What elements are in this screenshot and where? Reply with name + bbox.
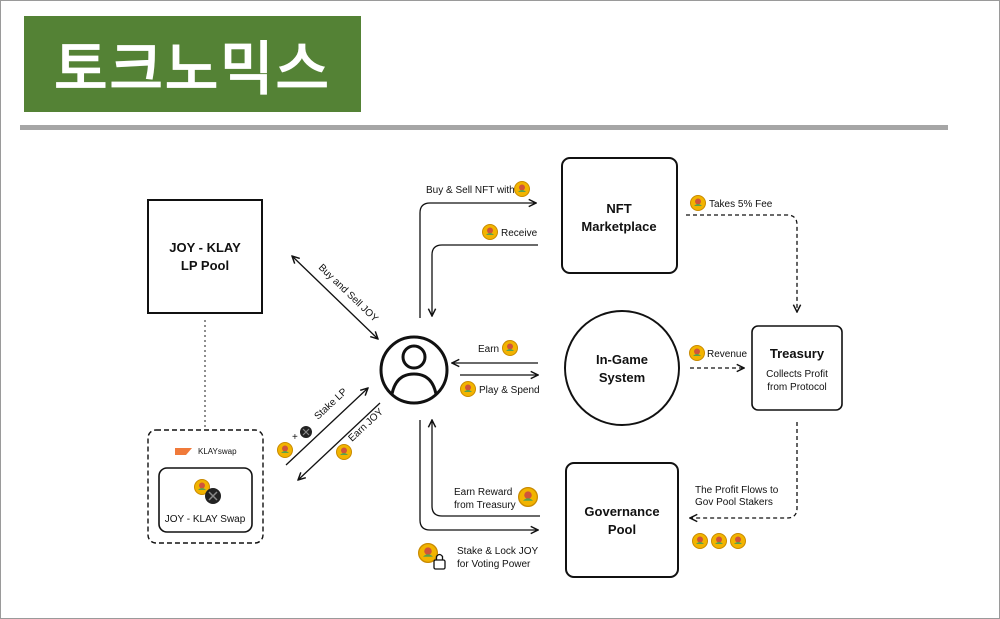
buy-sell-joy-arrow xyxy=(292,256,378,339)
buy-sell-joy-label: Buy and Sell JOY xyxy=(316,262,380,325)
fee-coin-icon xyxy=(690,195,706,211)
buy-sell-nft-label: Buy & Sell NFT with xyxy=(426,185,515,196)
earn-coin-icon xyxy=(502,340,518,356)
fee-flow-arrow xyxy=(686,214,797,312)
title-banner: 토크노믹스 xyxy=(24,16,361,112)
stake-lp-arrow xyxy=(285,388,368,466)
stake-lock-label-2: for Voting Power xyxy=(457,559,531,570)
lp-pool-node: JOY - KLAY LP Pool xyxy=(147,199,263,314)
klayswap-logo-icon xyxy=(175,448,192,455)
buy-sell-nft-coin-icon xyxy=(514,181,530,197)
klay-coin-icon xyxy=(205,488,221,504)
ingame-system-node: In-Game System xyxy=(564,310,680,426)
receive-arrow xyxy=(432,244,538,316)
stake-lp-klay-coin-icon xyxy=(300,426,312,438)
plus-icon: + xyxy=(292,432,298,443)
profit-flow-label-1: The Profit Flows to xyxy=(695,485,779,496)
ingame-line1: In-Game xyxy=(596,352,648,367)
ingame-line2: System xyxy=(599,370,645,385)
treasury-node: Treasury Collects Profit from Protocol xyxy=(751,325,843,411)
governance-line2: Pool xyxy=(608,522,636,537)
earn-reward-coin-icon xyxy=(518,487,538,507)
earn-reward-label-2: from Treasury xyxy=(454,500,516,511)
receive-label: Receive xyxy=(501,228,538,239)
governance-pool-node: Governance Pool xyxy=(565,462,679,578)
lock-icon xyxy=(433,553,446,570)
title-divider xyxy=(20,125,948,130)
play-spend-coin-icon xyxy=(460,381,476,397)
profit-coin-icon-2 xyxy=(711,533,727,549)
revenue-coin-icon xyxy=(689,345,705,361)
revenue-label: Revenue xyxy=(707,349,747,360)
klayswap-node: KLAYswap JOY - KLAY Swap xyxy=(147,429,264,544)
treasury-title: Treasury xyxy=(770,346,825,361)
stake-lp-label: Stake LP xyxy=(313,386,350,422)
klayswap-brand: KLAYswap xyxy=(198,447,237,456)
stake-lock-label-1: Stake & Lock JOY xyxy=(457,546,538,557)
profit-coin-icon-3 xyxy=(730,533,746,549)
lp-pool-line2: LP Pool xyxy=(181,258,229,273)
profit-flow-arrow xyxy=(690,422,798,518)
earn-reward-label-1: Earn Reward xyxy=(454,487,512,498)
play-spend-label: Play & Spend xyxy=(479,385,540,396)
earn-joy-label: Earn JOY xyxy=(347,406,386,444)
treasury-sub2: from Protocol xyxy=(767,382,826,393)
page-title: 토크노믹스 xyxy=(54,35,331,103)
buy-sell-nft-arrow xyxy=(419,203,536,318)
earn-joy-coin-icon xyxy=(336,444,352,460)
stake-lp-joy-coin-icon xyxy=(277,442,293,458)
klayswap-box-label: JOY - KLAY Swap xyxy=(165,514,246,525)
user-icon xyxy=(379,335,449,405)
nft-line2: Marketplace xyxy=(581,219,656,234)
earn-reward-arrow xyxy=(432,420,540,517)
profit-flow-label-2: Gov Pool Stakers xyxy=(695,497,773,508)
profit-coin-icon-1 xyxy=(692,533,708,549)
treasury-sub1: Collects Profit xyxy=(766,369,828,380)
nft-line1: NFT xyxy=(606,201,631,216)
takes-fee-label: Takes 5% Fee xyxy=(709,199,773,210)
governance-line1: Governance xyxy=(584,504,659,519)
receive-coin-icon xyxy=(482,224,498,240)
earn-label: Earn xyxy=(478,344,499,355)
nft-marketplace-node: NFT Marketplace xyxy=(561,157,678,274)
lp-pool-line1: JOY - KLAY xyxy=(169,240,241,255)
earn-joy-arrow xyxy=(298,402,381,480)
stake-lock-arrow xyxy=(419,420,538,530)
